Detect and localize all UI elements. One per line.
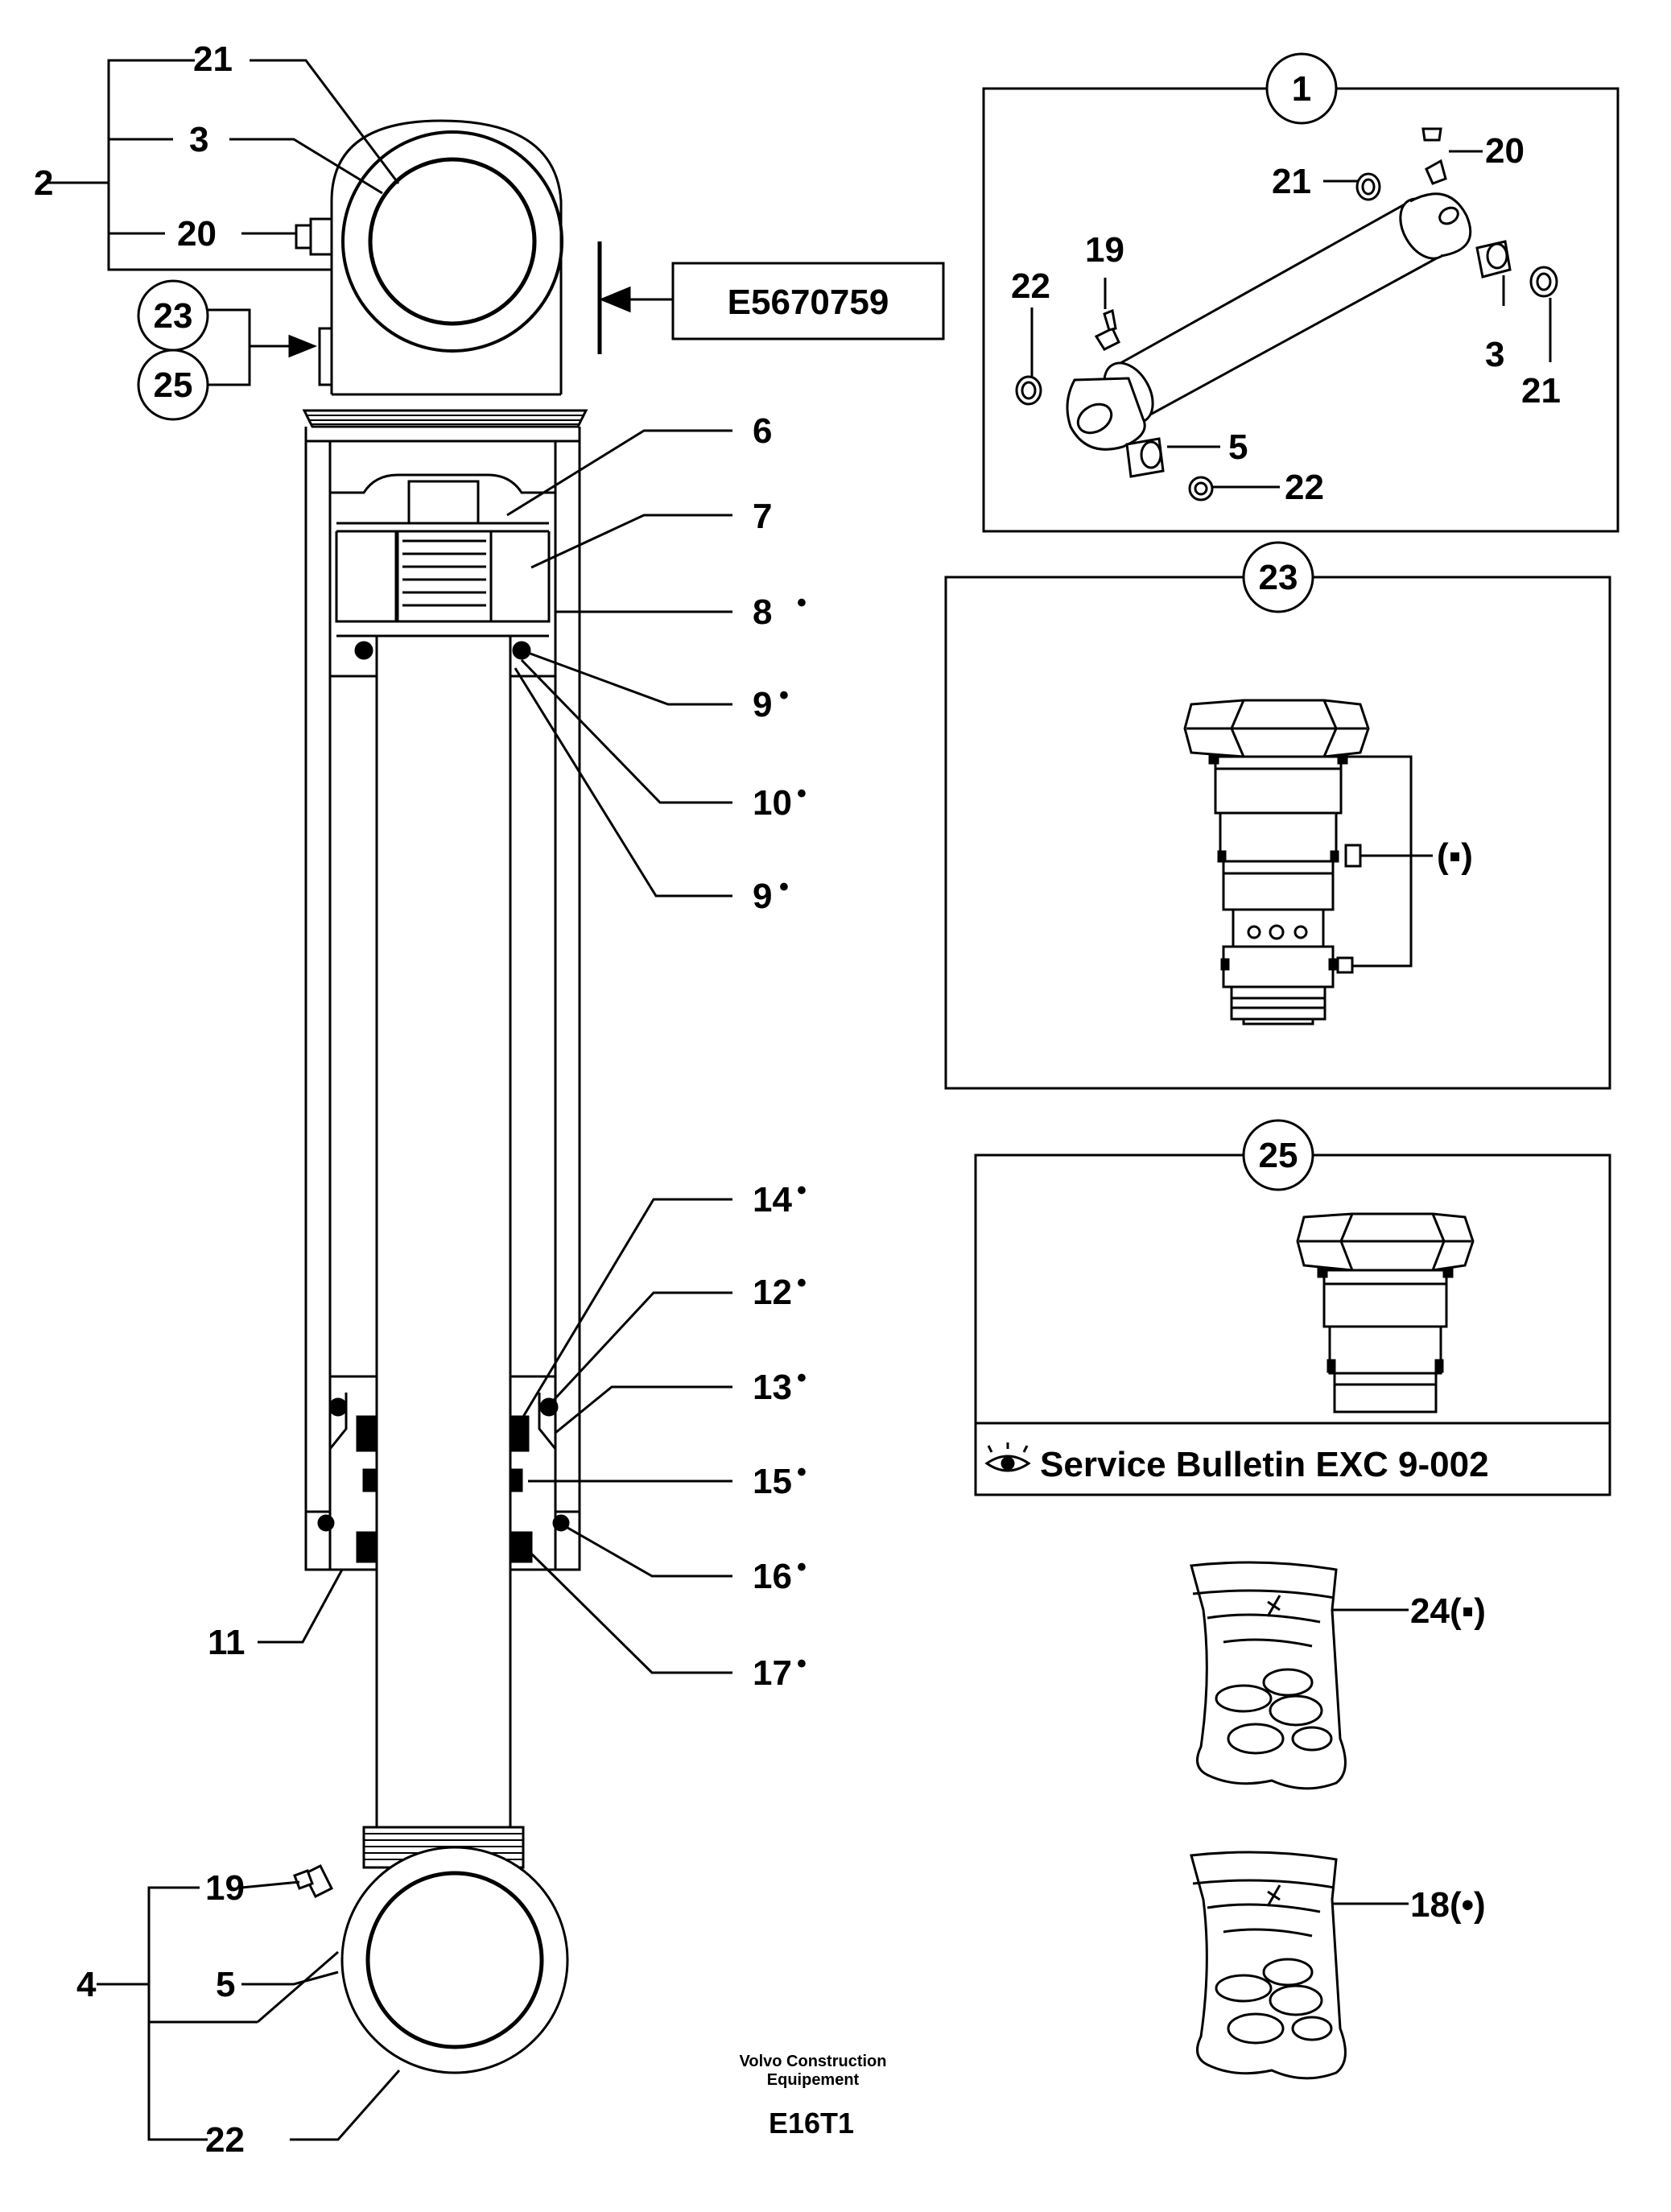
box1-label-5: 5 [1228, 427, 1248, 467]
svg-text:23: 23 [154, 296, 193, 336]
box1-label-19: 19 [1085, 230, 1124, 270]
main-labels: 21 3 2 20 6 7 8 9 10 9 14 12 13 15 16 11… [34, 39, 807, 2160]
service-bulletin-text: Service Bulletin EXC 9-002 [1040, 1445, 1489, 1484]
svg-text:E5670759: E5670759 [728, 283, 889, 322]
label-11: 11 [208, 1623, 245, 1662]
label-7: 7 [753, 497, 772, 536]
dot-9a: • [779, 680, 789, 711]
kit-18-label: 18(•) [1410, 1885, 1486, 1925]
label-8: 8 [753, 592, 772, 632]
dot-9b: • [779, 872, 789, 902]
label-14: 14 [753, 1180, 792, 1219]
diagram-code: E16T1 [769, 2107, 854, 2140]
svg-text:25: 25 [1259, 1136, 1298, 1175]
company-name-line1: Volvo Construction [740, 2053, 887, 2070]
dot-12: • [797, 1268, 807, 1298]
footer: Volvo Construction Equipement E16T1 [740, 2053, 887, 2140]
label-2: 2 [34, 163, 53, 203]
detail-box-1: 1 [982, 52, 1619, 533]
detail-box-23: 23 [944, 541, 1611, 1090]
detail-box-25: 25 Service Bulletin EXC 9-002 [974, 1119, 1611, 1496]
label-4: 4 [76, 1965, 97, 2004]
kit-bag-24 [1190, 1561, 1409, 1790]
valve-23-marker: (▪) [1437, 836, 1473, 876]
box1-leaders [1030, 150, 1552, 489]
kit-24-label: 24(▪) [1410, 1591, 1486, 1631]
valve-23-drawing [1183, 699, 1370, 1026]
dot-13: • [797, 1363, 807, 1393]
dot-16: • [797, 1552, 807, 1583]
callout-25: 25 [137, 349, 209, 421]
box1-label-3: 3 [1485, 335, 1504, 374]
svg-text:1: 1 [1292, 69, 1311, 109]
dot-17: • [797, 1649, 807, 1679]
company-name-line2: Equipement [767, 2071, 860, 2089]
label-15: 15 [753, 1462, 792, 1501]
box1-label-21-a: 21 [1272, 162, 1311, 201]
dot-15: • [797, 1457, 807, 1488]
label-9-b: 9 [753, 877, 772, 916]
label-17: 17 [753, 1653, 792, 1693]
label-19-bottom: 19 [205, 1868, 245, 1908]
box1-label-21-b: 21 [1521, 371, 1561, 411]
dot-10: • [797, 778, 807, 809]
plug-25-drawing [1296, 1212, 1475, 1413]
label-16: 16 [753, 1557, 792, 1596]
valve-23-bracket [1347, 755, 1433, 968]
label-13: 13 [753, 1368, 792, 1407]
svg-text:23: 23 [1259, 558, 1298, 597]
cylinder-drawing [293, 119, 588, 2074]
label-6: 6 [753, 411, 772, 451]
dot-8: • [797, 588, 807, 618]
label-12: 12 [753, 1273, 792, 1312]
reference-box: E5670759 [671, 262, 945, 340]
svg-text:25: 25 [154, 365, 193, 405]
label-10: 10 [753, 783, 792, 823]
eye-icon [984, 1442, 1031, 1472]
label-21-top: 21 [193, 39, 233, 79]
label-22-bottom: 22 [205, 2120, 245, 2160]
cylinder-isometric [1015, 127, 1558, 501]
label-3-top: 3 [189, 120, 208, 159]
box1-label-22-a: 22 [1011, 266, 1050, 306]
callout-23: 23 [137, 279, 209, 352]
label-20-top: 20 [177, 214, 217, 254]
box1-label-20: 20 [1485, 131, 1525, 171]
label-5-bottom: 5 [216, 1965, 235, 2004]
box1-label-22-b: 22 [1285, 468, 1324, 507]
dot-14: • [797, 1175, 807, 1206]
kit-bag-18 [1190, 1851, 1409, 2080]
leader-lines [48, 59, 732, 2141]
label-9-a: 9 [753, 685, 772, 724]
